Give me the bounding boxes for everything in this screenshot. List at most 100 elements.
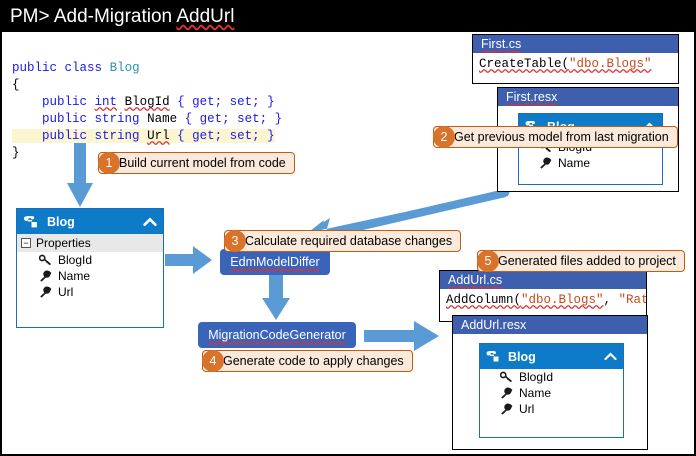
pane-first-cs[interactable]: First.cs CreateTable("dbo.Blogs" [472,34,679,84]
callout-4[interactable]: Generate code to apply changes 4 [202,350,413,372]
pane-first-cs-titlebar: First.cs [473,35,678,53]
code-line-6: } [12,146,20,160]
addurl-cs-sep: , [603,293,619,307]
class-box-generated-model-header[interactable]: Blog [480,344,623,369]
wrench-icon [500,387,513,399]
member-row[interactable]: Url [17,284,163,300]
callout-2[interactable]: Get previous model from last migration 2 [433,126,678,148]
properties-section-label: Properties [36,236,91,250]
member-row[interactable]: Name [480,385,623,401]
accessors-3: { get; set; } [177,129,275,143]
process-box-edm-model-differ[interactable]: EdmModelDiffer [220,249,330,275]
kw-public: public [12,61,58,75]
callout-3[interactable]: Calculate required database changes 3 [224,230,462,252]
member-label: Url [519,402,535,416]
code-line-4: public string Name { get; set; } [12,112,282,126]
callout-1-text: Build current model from code [119,156,286,170]
class-box-generated-model[interactable]: Blog BlogId [479,343,624,438]
callout-1-badge: 1 [98,152,120,174]
callout-5-text: Generated files added to project [498,254,676,268]
pm-argument: AddUrl [176,6,235,27]
wrench-icon [500,403,513,415]
properties-section-row[interactable]: − Properties [17,234,163,252]
addurl-cs-arg1: "dbo.Blogs" [521,293,604,307]
type-blog: Blog [109,61,140,75]
pm-prompt: PM> [10,6,50,27]
pane-addurl-resx-titlebar: AddUrl.resx [453,316,647,334]
callout-2-text: Get previous model from last migration [454,130,669,144]
prop-url: Url [147,129,170,143]
arrow-differ-to-generator [262,275,290,320]
arrow-model-to-differ [165,246,212,274]
wrench-icon [39,286,52,298]
arrow-generator-to-files [364,321,439,351]
prop-name: Name [147,112,178,126]
class-box-current-model-header[interactable]: Blog [17,209,163,234]
accessors-1: { get; set; } [177,95,275,109]
collapse-expander-icon[interactable]: − [21,238,31,248]
code-line-5: public string Url { get; set; } [12,129,275,143]
callout-4-box: Generate code to apply changes [202,350,413,372]
class-box-previous-model[interactable]: Blog BlogId [518,113,663,185]
accessors-2: { get; set; } [184,112,283,126]
callout-2-box: Get previous model from last migration [433,126,678,148]
member-row[interactable]: BlogId [480,369,623,385]
callout-5-box: Generated files added to project [477,250,685,272]
class-box-current-model-name: Blog [47,214,75,229]
wrench-icon [539,157,552,169]
pane-addurl-resx-title: AddUrl.resx [461,318,527,332]
kw-public-2: public [42,95,88,109]
pane-addurl-cs-title: AddUrl.cs [448,273,503,287]
pane-first-cs-title: First.cs [481,37,522,51]
code-line-1: public class Blog [12,61,140,75]
member-label: BlogId [58,253,93,267]
kw-class: class [64,61,103,75]
kw-public-3: public [42,112,88,126]
process-box-migration-code-generator-label: MigrationCodeGenerator [208,328,346,342]
first-cs-call: CreateTable( [479,57,570,71]
member-row[interactable]: Url [480,401,623,417]
wrench-icon [39,270,52,282]
kw-int: int [94,95,118,109]
member-label: Name [519,386,552,400]
kw-string-2: string [94,129,140,143]
member-row[interactable]: Name [17,268,163,284]
callout-5[interactable]: Generated files added to project 5 [477,250,685,272]
member-row[interactable]: BlogId [17,252,163,268]
chevron-up-icon[interactable] [604,352,617,361]
callout-5-badge: 5 [477,250,499,272]
class-box-generated-model-name: Blog [508,349,536,364]
pane-first-resx-title: First.resx [506,90,558,104]
key-icon [39,254,52,266]
pane-first-cs-body: CreateTable("dbo.Blogs" [473,53,678,75]
callout-1[interactable]: Build current model from code 1 [98,152,295,174]
package-manager-console-title: PM> Add-Migration AddUrl [2,2,694,32]
callout-3-text: Calculate required database changes [245,234,453,248]
arrow-code-to-model [67,143,93,207]
pane-addurl-cs-titlebar: AddUrl.cs [440,271,646,289]
pane-addurl-cs-body: AddColumn("dbo.Blogs", "Rat [440,289,646,311]
callout-3-badge: 3 [224,230,246,252]
prop-blogid: BlogId [124,95,170,109]
class-box-current-model[interactable]: Blog − Properties BlogId [16,208,164,328]
pane-addurl-cs[interactable]: AddUrl.cs AddColumn("dbo.Blogs", "Rat [439,270,647,322]
callout-3-box: Calculate required database changes [224,230,462,252]
process-box-migration-code-generator[interactable]: MigrationCodeGenerator [198,322,356,348]
first-cs-arg: "dbo.Blogs" [569,57,652,71]
process-box-edm-model-differ-label: EdmModelDiffer [230,255,320,269]
callout-2-badge: 2 [433,126,455,148]
pane-addurl-resx[interactable]: AddUrl.resx Blog [452,315,648,450]
member-label: Name [58,269,91,283]
addurl-cs-arg2: "Rat [618,293,646,307]
member-label: BlogId [519,370,554,384]
member-label: Name [558,156,591,170]
chevron-up-icon[interactable] [143,216,157,227]
addurl-cs-call: AddColumn( [446,293,522,307]
key-icon [500,371,513,383]
member-row[interactable]: Name [519,155,662,171]
code-line-3: public int BlogId { get; set; } [12,95,275,109]
kw-string: string [94,112,140,126]
member-label: Url [58,285,74,299]
kw-public-4: public [42,129,88,143]
